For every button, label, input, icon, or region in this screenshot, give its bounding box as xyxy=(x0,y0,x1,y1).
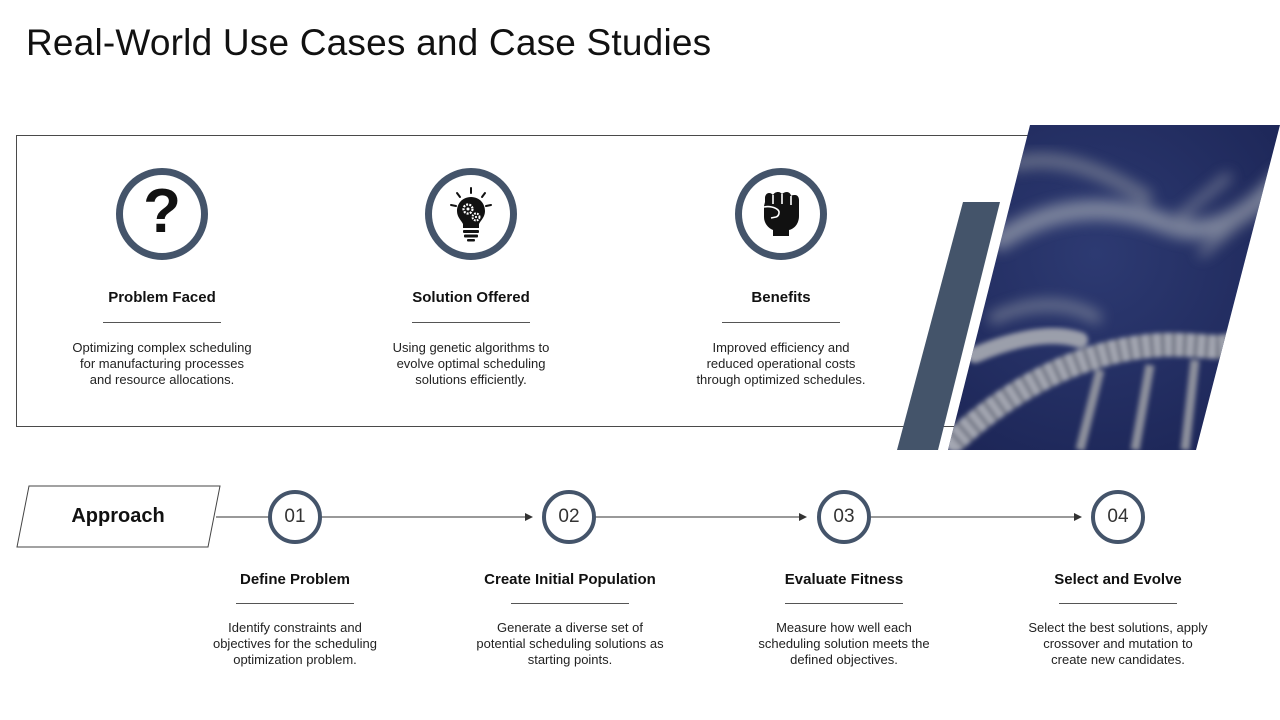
step-description: Generate a diverse set of potential sche… xyxy=(476,620,664,667)
divider xyxy=(412,322,530,323)
step-evaluate-fitness: Evaluate Fitness Measure how well each s… xyxy=(724,571,964,668)
approach-timeline xyxy=(16,485,1082,548)
question-mark-icon: ? xyxy=(143,177,181,246)
feature-icon-circle: ? xyxy=(116,168,208,260)
step-create-population: Create Initial Population Generate a div… xyxy=(450,571,690,668)
feature-title: Problem Faced xyxy=(108,289,216,306)
feature-icon-circle xyxy=(735,168,827,260)
step-title: Select and Evolve xyxy=(1054,571,1182,588)
feature-description: Improved efficiency and reduced operatio… xyxy=(696,340,866,387)
lightbulb-gear-icon xyxy=(450,187,492,242)
step-number: 04 xyxy=(1091,490,1145,544)
step-description: Select the best solutions, apply crossov… xyxy=(1028,620,1208,667)
feature-benefits: Benefits Improved efficiency and reduced… xyxy=(651,168,911,388)
feature-title: Benefits xyxy=(751,289,811,306)
feature-description: Optimizing complex scheduling for manufa… xyxy=(72,340,252,387)
divider xyxy=(236,603,354,604)
feature-description: Using genetic algorithms to evolve optim… xyxy=(392,340,550,387)
feature-problem: ? Problem Faced Optimizing complex sched… xyxy=(32,168,292,388)
raised-fist-icon xyxy=(763,192,799,236)
approach-shape xyxy=(16,485,221,548)
step-define-problem: Define Problem Identify constraints and … xyxy=(175,571,415,668)
step-number: 02 xyxy=(542,490,596,544)
page-title: Real-World Use Cases and Case Studies xyxy=(26,22,712,63)
step-title: Evaluate Fitness xyxy=(784,571,904,588)
step-number: 01 xyxy=(268,490,322,544)
divider xyxy=(103,322,221,323)
step-number: 03 xyxy=(817,490,871,544)
feature-title: Solution Offered xyxy=(412,289,530,306)
step-description: Measure how well each scheduling solutio… xyxy=(758,620,930,667)
step-title: Define Problem xyxy=(239,571,351,588)
step-title: Create Initial Population xyxy=(484,571,656,588)
divider xyxy=(722,322,840,323)
step-description: Identify constraints and objectives for … xyxy=(212,620,378,667)
feature-icon-circle xyxy=(425,168,517,260)
divider xyxy=(785,603,903,604)
divider xyxy=(1059,603,1177,604)
feature-solution: Solution Offered Using genetic algorithm… xyxy=(341,168,601,388)
approach-label: Approach xyxy=(71,505,165,527)
step-select-evolve: Select and Evolve Select the best soluti… xyxy=(998,571,1238,668)
divider xyxy=(511,603,629,604)
